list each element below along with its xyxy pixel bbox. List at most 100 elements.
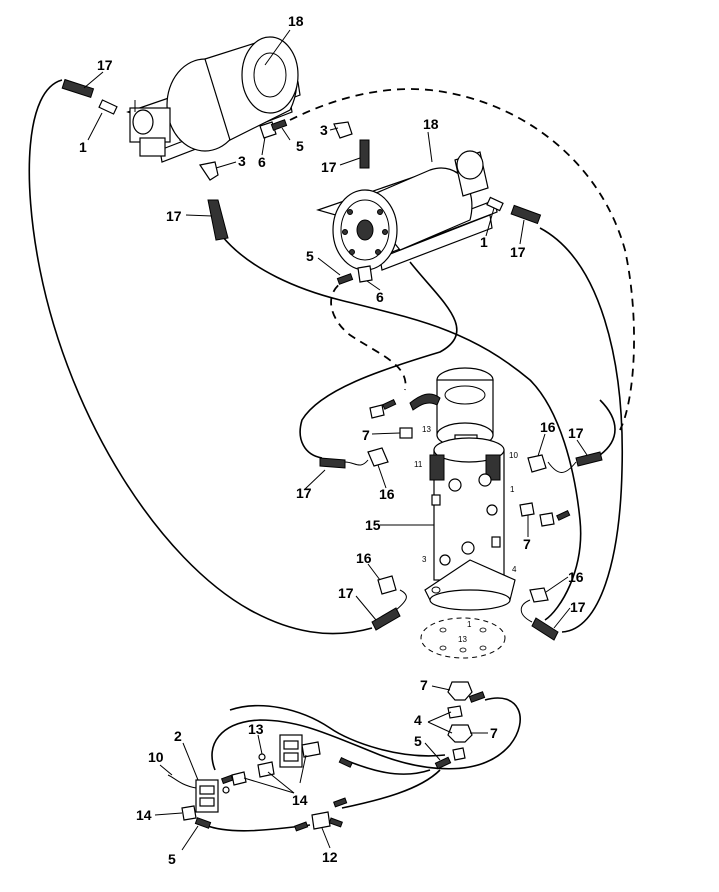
fitting-5-a (270, 119, 288, 131)
elbow-16-c (377, 575, 397, 595)
plug-6-b (357, 265, 373, 283)
port-labels: 13 11 10 1 3 4 1 13 (414, 425, 518, 644)
callout-17: 17 (338, 585, 354, 601)
hose-end-17-f (575, 451, 603, 467)
hose-end-17-d (510, 204, 542, 225)
hose-end-17-h (531, 617, 559, 641)
callout-6: 6 (376, 289, 384, 305)
adapter-4 (447, 705, 463, 719)
callout-3: 3 (238, 153, 246, 169)
callout-7: 7 (490, 725, 498, 741)
callout-3: 3 (320, 122, 328, 138)
callout-17: 17 (97, 57, 113, 73)
callout-1: 1 (480, 234, 488, 250)
hose-lower-loop-b (229, 704, 446, 757)
elbow-16-d (529, 587, 549, 603)
callout-15: 15 (365, 517, 381, 533)
callout-17: 17 (296, 485, 312, 501)
callout-16: 16 (356, 550, 372, 566)
elbow-3-b (333, 121, 353, 139)
elbow-upper-left (369, 404, 385, 419)
flange-label-1: 1 (467, 620, 472, 629)
callout-17: 17 (321, 159, 337, 175)
valve-block-13 (279, 734, 303, 768)
dashed-line-top (289, 88, 635, 431)
hose-winch1-to-reducer (221, 235, 582, 621)
callout-16: 16 (568, 569, 584, 585)
fitting-7-b (519, 502, 535, 517)
callout-17: 17 (570, 599, 586, 615)
callout-14: 14 (136, 807, 152, 823)
hose-lines (28, 79, 624, 832)
flange-gasket (420, 617, 506, 659)
port-label-11: 11 (414, 460, 423, 469)
port-label-1: 1 (510, 485, 515, 494)
callout-5: 5 (296, 138, 304, 154)
hose-end-17-e (319, 457, 346, 469)
hose-winch2-to-reducer-left (299, 261, 458, 459)
rotary-manifold-assembly (424, 367, 516, 611)
adapter-1-b (486, 196, 504, 212)
fitting-5-d (194, 817, 212, 829)
callout-10: 10 (148, 749, 164, 765)
hose-lower-loop-e (344, 759, 431, 775)
callout-14: 14 (292, 792, 308, 808)
hose-end-13 (409, 393, 441, 411)
nut-7-d (447, 724, 473, 743)
winch-upper-left (126, 36, 301, 163)
hose-end-17-b (207, 199, 229, 241)
callout-17: 17 (166, 208, 182, 224)
elbow-16-b (527, 454, 547, 473)
fitting-5-c (434, 756, 452, 770)
callout-16: 16 (379, 486, 395, 502)
leader-lines (83, 29, 588, 851)
adapter-1-a (98, 99, 118, 115)
hose-winch2-right-loop (539, 227, 624, 633)
callout-17: 17 (568, 425, 584, 441)
callout-1: 1 (79, 139, 87, 155)
elbow-16-a (367, 447, 389, 467)
callout-7: 7 (420, 677, 428, 693)
elbow-14-c (181, 805, 197, 821)
callout-5: 5 (168, 851, 176, 867)
callout-17: 17 (510, 244, 526, 260)
hose-lower-loop-a (211, 697, 521, 771)
nut-7-c (447, 681, 473, 701)
fitting-5-b (336, 273, 354, 285)
port-label-4: 4 (512, 565, 517, 574)
callout-5: 5 (414, 733, 422, 749)
port-label-3: 3 (422, 555, 427, 564)
dashed-pilot-lines (289, 88, 635, 431)
hose-outer-left-loop (28, 79, 373, 635)
tee-14-b (301, 741, 321, 758)
flange-label-13: 13 (458, 635, 467, 644)
port-label-10: 10 (509, 451, 518, 460)
port-label-13: 13 (422, 425, 431, 434)
elbow-3-a (199, 161, 219, 181)
dashed-line-mid (330, 277, 407, 391)
fittings (61, 78, 603, 832)
hose-lower-loop-c (341, 769, 441, 809)
hose-reducer-right (599, 399, 616, 456)
callout-4: 4 (414, 712, 422, 728)
callout-16: 16 (540, 419, 556, 435)
callout-12: 12 (322, 849, 338, 865)
callout-6: 6 (258, 154, 266, 170)
callout-18: 18 (423, 116, 439, 132)
callout-7: 7 (362, 427, 370, 443)
valve-block-2 (195, 779, 219, 813)
hose-end-17-g (371, 607, 401, 631)
callout-2: 2 (174, 728, 182, 744)
callout-5: 5 (306, 248, 314, 264)
callout-7: 7 (523, 536, 531, 552)
hose-end-17-c (359, 139, 370, 169)
fitting-7-a (399, 427, 413, 439)
hose-end-17-a (61, 78, 95, 99)
winch-middle (316, 150, 498, 271)
callout-labels: 18 17 1 3 6 5 17 3 17 18 1 17 5 6 7 16 1… (79, 13, 586, 867)
callout-18: 18 (288, 13, 304, 29)
tee-12 (311, 811, 331, 830)
callout-13: 13 (248, 721, 264, 737)
